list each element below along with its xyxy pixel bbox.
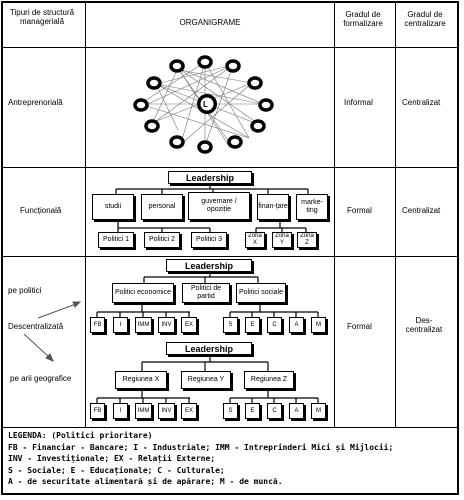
header-organigrame: ORGANIGRAME	[179, 18, 241, 27]
decentral-upper-connectors	[96, 272, 319, 317]
social-item: C	[267, 403, 282, 419]
decentral-lower-connectors	[96, 355, 319, 403]
econ-item: INV	[158, 317, 175, 333]
region-box: Regiunea Y	[181, 371, 231, 389]
row-divider	[3, 47, 457, 48]
table-frame	[1, 1, 459, 495]
network-nodes	[133, 55, 274, 154]
central-descentralizata: Des-centralizat	[405, 316, 443, 334]
legend: LEGENDA: (Politici prioritare) FB - Finan…	[8, 430, 453, 488]
policy-box: Politici 3	[191, 232, 227, 248]
econ-item: INV	[158, 403, 175, 419]
row-divider	[3, 256, 457, 257]
econ-item: IMM	[135, 317, 152, 333]
formal-antreprenoriala: Informal	[344, 98, 373, 107]
social-item: M	[311, 403, 326, 419]
social-item: A	[289, 317, 304, 333]
social-item: C	[267, 317, 282, 333]
formal-functionala: Formal	[347, 206, 372, 215]
col-divider	[334, 3, 335, 427]
header-structure-type: Tipuri de structură managerială	[9, 8, 75, 26]
central-functionala: Centralizat	[402, 206, 441, 215]
social-item: E	[245, 403, 260, 419]
row-divider	[3, 167, 457, 168]
formal-descentralizata: Formal	[347, 322, 372, 331]
type-functionala: Funcțională	[20, 206, 62, 215]
legend-line: A - de securitate alimentară și de apăra…	[8, 477, 283, 486]
col-divider	[395, 3, 396, 427]
row-divider	[3, 427, 457, 428]
econ-item: EX	[181, 317, 197, 333]
type-descentralizata: Descentralizată	[8, 322, 64, 331]
leadership-box-policies: Leadership	[166, 259, 252, 272]
col-divider	[85, 3, 86, 427]
social-item: A	[289, 403, 304, 419]
header-formalization: Gradul de formalizare	[343, 10, 383, 28]
zone-box: Zona X	[245, 232, 265, 248]
policy-group-box: Politici economice	[112, 283, 174, 303]
social-item: E	[245, 317, 260, 333]
econ-item: IMM	[135, 403, 152, 419]
econ-item: FB	[90, 317, 105, 333]
legend-line: FB - Financiar - Bancare; I - Industrial…	[8, 442, 394, 452]
side-label-policies: pe politici	[8, 286, 42, 295]
unit-box: finan-țare	[257, 194, 289, 220]
econ-item: I	[113, 403, 128, 419]
leadership-box-regions: Leadership	[166, 342, 252, 355]
zone-box: Zona Z	[297, 232, 317, 248]
legend-title: LEGENDA: (Politici prioritare)	[8, 431, 153, 440]
unit-box: guvernare / opoziție	[188, 192, 250, 220]
region-box: Regiunea X	[115, 371, 167, 389]
type-antreprenoriala: Antreprenorială	[8, 98, 63, 107]
central-antreprenoriala: Centralizat	[402, 98, 441, 107]
policy-group-box: Politici sociale	[236, 283, 286, 303]
unit-box: marke-ting	[296, 194, 328, 220]
policy-group-box: Politici de partid	[182, 283, 230, 303]
policy-box: Politici 1	[98, 232, 134, 248]
econ-item: I	[113, 317, 128, 333]
social-item: S	[223, 403, 238, 419]
legend-line: S - Sociale; E - Educaționale; C - Cultu…	[8, 465, 225, 475]
policy-box: Politici 2	[144, 232, 180, 248]
unit-box: personal	[141, 194, 183, 220]
leadership-box-functional: Leadership	[168, 171, 252, 184]
legend-line: INV - Investiționale; EX - Relații Exter…	[8, 454, 216, 463]
functional-connectors	[115, 184, 309, 232]
econ-item: EX	[181, 403, 197, 419]
zone-box: Zona Y	[272, 232, 292, 248]
leader-letter: L	[203, 100, 208, 109]
header-centralization: Gradul de centralizare	[404, 10, 446, 28]
region-box: Regiunea Z	[244, 371, 294, 389]
unit-box: studii	[92, 194, 134, 220]
econ-item: FB	[90, 403, 105, 419]
social-item: M	[311, 317, 326, 333]
side-arrows	[23, 301, 82, 362]
social-item: S	[223, 317, 238, 333]
side-label-geography: pe arii geografice	[10, 374, 72, 383]
